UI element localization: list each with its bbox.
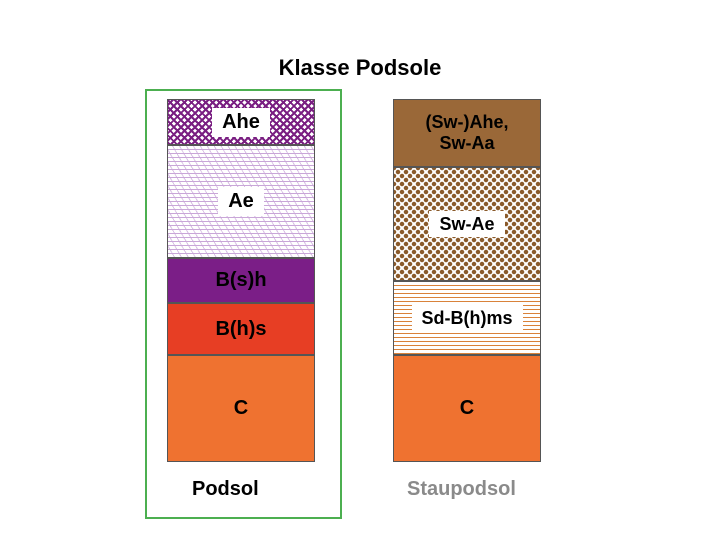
horizon-sw-ahe: (Sw-)Ahe, Sw-Aa	[393, 99, 541, 167]
horizon-label: C	[233, 397, 249, 419]
staupodsol-caption: Staupodsol	[407, 478, 516, 500]
horizon-bhs: B(h)s	[167, 303, 315, 355]
horizon-c: C	[393, 355, 541, 462]
horizon-bsh: B(s)h	[167, 258, 315, 303]
horizon-label: C	[459, 397, 475, 419]
podsol-caption: Podsol	[192, 478, 259, 500]
horizon-label: Sd-B(h)ms	[411, 304, 523, 332]
horizon-label: B(s)h	[215, 269, 267, 291]
horizon-label: Ae	[218, 187, 264, 216]
podsol-highlight-frame	[145, 89, 342, 519]
horizon-ahe: Ahe	[167, 99, 315, 145]
horizon-label: (Sw-)Ahe, Sw-Aa	[425, 112, 509, 153]
horizon-label: Ahe	[212, 107, 270, 137]
horizon-label: B(h)s	[215, 317, 267, 340]
horizon-sd-bhms: Sd-B(h)ms	[393, 281, 541, 355]
horizon-c: C	[167, 355, 315, 462]
diagram-title: Klasse Podsole	[278, 55, 442, 80]
horizon-sw-ae: Sw-Ae	[393, 167, 541, 281]
horizon-ae: Ae	[167, 145, 315, 258]
horizon-label: Sw-Ae	[429, 210, 505, 238]
